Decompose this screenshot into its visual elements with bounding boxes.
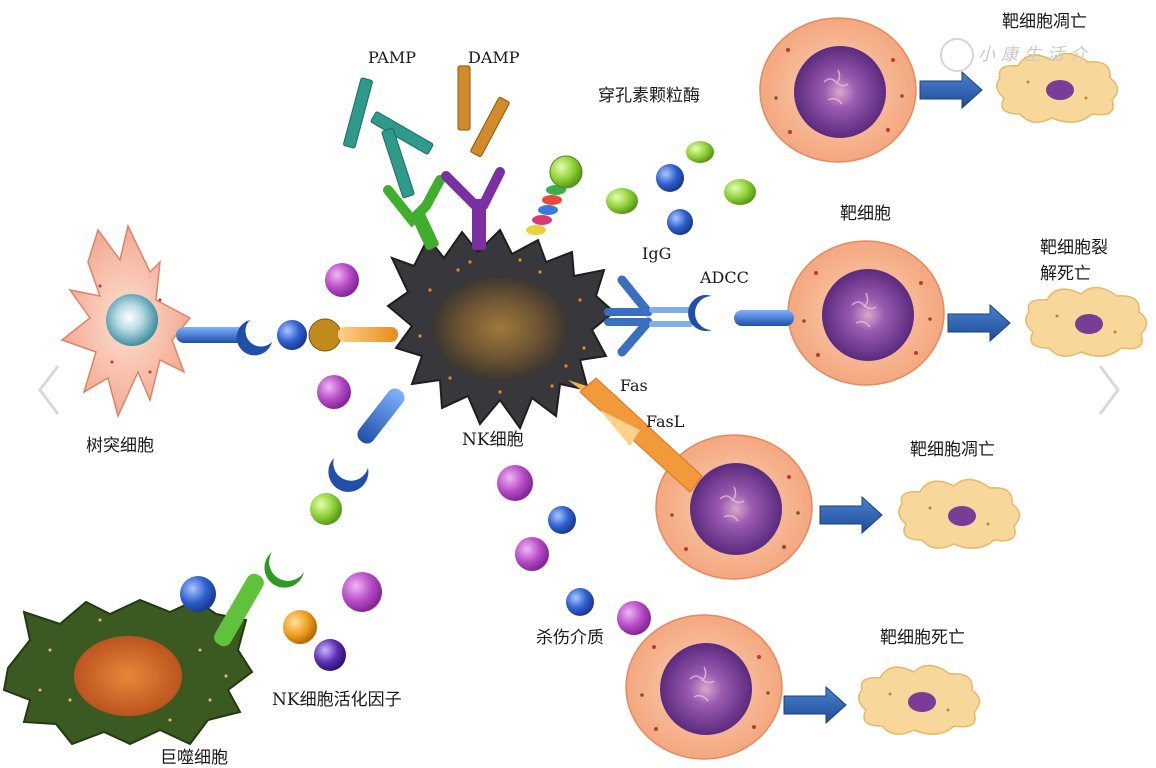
dc-nk-receptor xyxy=(176,318,398,356)
label-death: 靶细胞死亡 xyxy=(880,628,965,648)
label-lysis-line2: 解死亡 xyxy=(1040,264,1091,284)
nk-cell xyxy=(386,228,616,431)
label-dendritic-cell: 树突细胞 xyxy=(86,436,154,456)
nk-receptor-blue xyxy=(328,388,405,492)
perforin-granules xyxy=(606,141,756,235)
damp-rods xyxy=(457,65,510,157)
label-nk-cell: NK细胞 xyxy=(462,430,524,450)
watermark-text: 小康生活介 xyxy=(978,45,1093,65)
label-killing-mediator: 杀伤介质 xyxy=(536,628,604,648)
label-nk-activation-factor: NK细胞活化因子 xyxy=(272,690,402,710)
arrow-to-apoptosis-top xyxy=(919,71,983,109)
label-adcc: ADCC xyxy=(700,268,749,287)
label-igg: IgG xyxy=(642,244,672,263)
watermark-logo-icon xyxy=(940,38,974,72)
nk-receptor-purple xyxy=(441,167,505,250)
label-perforin: 穿孔素颗粒酶 xyxy=(598,86,700,106)
target-cell-mediator xyxy=(625,614,783,760)
label-fasl: FasL xyxy=(646,412,685,431)
label-lysis-line1: 靶细胞裂 xyxy=(1040,238,1108,258)
nk-receptor-green xyxy=(383,175,445,251)
label-damp: DAMP xyxy=(468,48,520,67)
pamp-rods xyxy=(343,77,434,199)
label-apoptosis-top: 靶细胞凋亡 xyxy=(1002,12,1087,32)
label-apoptosis-mid: 靶细胞凋亡 xyxy=(910,440,995,460)
igg-antibody xyxy=(604,275,794,357)
arrow-to-lysis xyxy=(947,304,1011,342)
cytokine-particles xyxy=(180,263,651,671)
apoptotic-cell-mid xyxy=(898,478,1021,549)
label-target-cell: 靶细胞 xyxy=(840,204,891,224)
nk-receptor-beads xyxy=(526,155,583,235)
fas-fasl xyxy=(568,377,703,493)
target-cell-adcc xyxy=(787,240,945,386)
label-fas: Fas xyxy=(620,376,648,395)
arrow-to-apoptosis-mid xyxy=(819,496,883,534)
label-macrophage: 巨噬细胞 xyxy=(160,748,228,768)
dead-cell xyxy=(858,664,981,735)
dendritic-cell xyxy=(60,223,192,419)
next-slide-button[interactable] xyxy=(1094,360,1124,420)
lysed-cell xyxy=(1025,286,1148,357)
macrophage-receptor xyxy=(214,552,304,647)
arrow-to-death xyxy=(783,686,847,724)
target-cell-top xyxy=(759,17,917,163)
chevron-right-icon xyxy=(1098,365,1120,415)
label-pamp: PAMP xyxy=(368,48,416,67)
prev-slide-button[interactable] xyxy=(34,360,64,420)
macrophage xyxy=(2,598,254,746)
chevron-left-icon xyxy=(38,365,60,415)
